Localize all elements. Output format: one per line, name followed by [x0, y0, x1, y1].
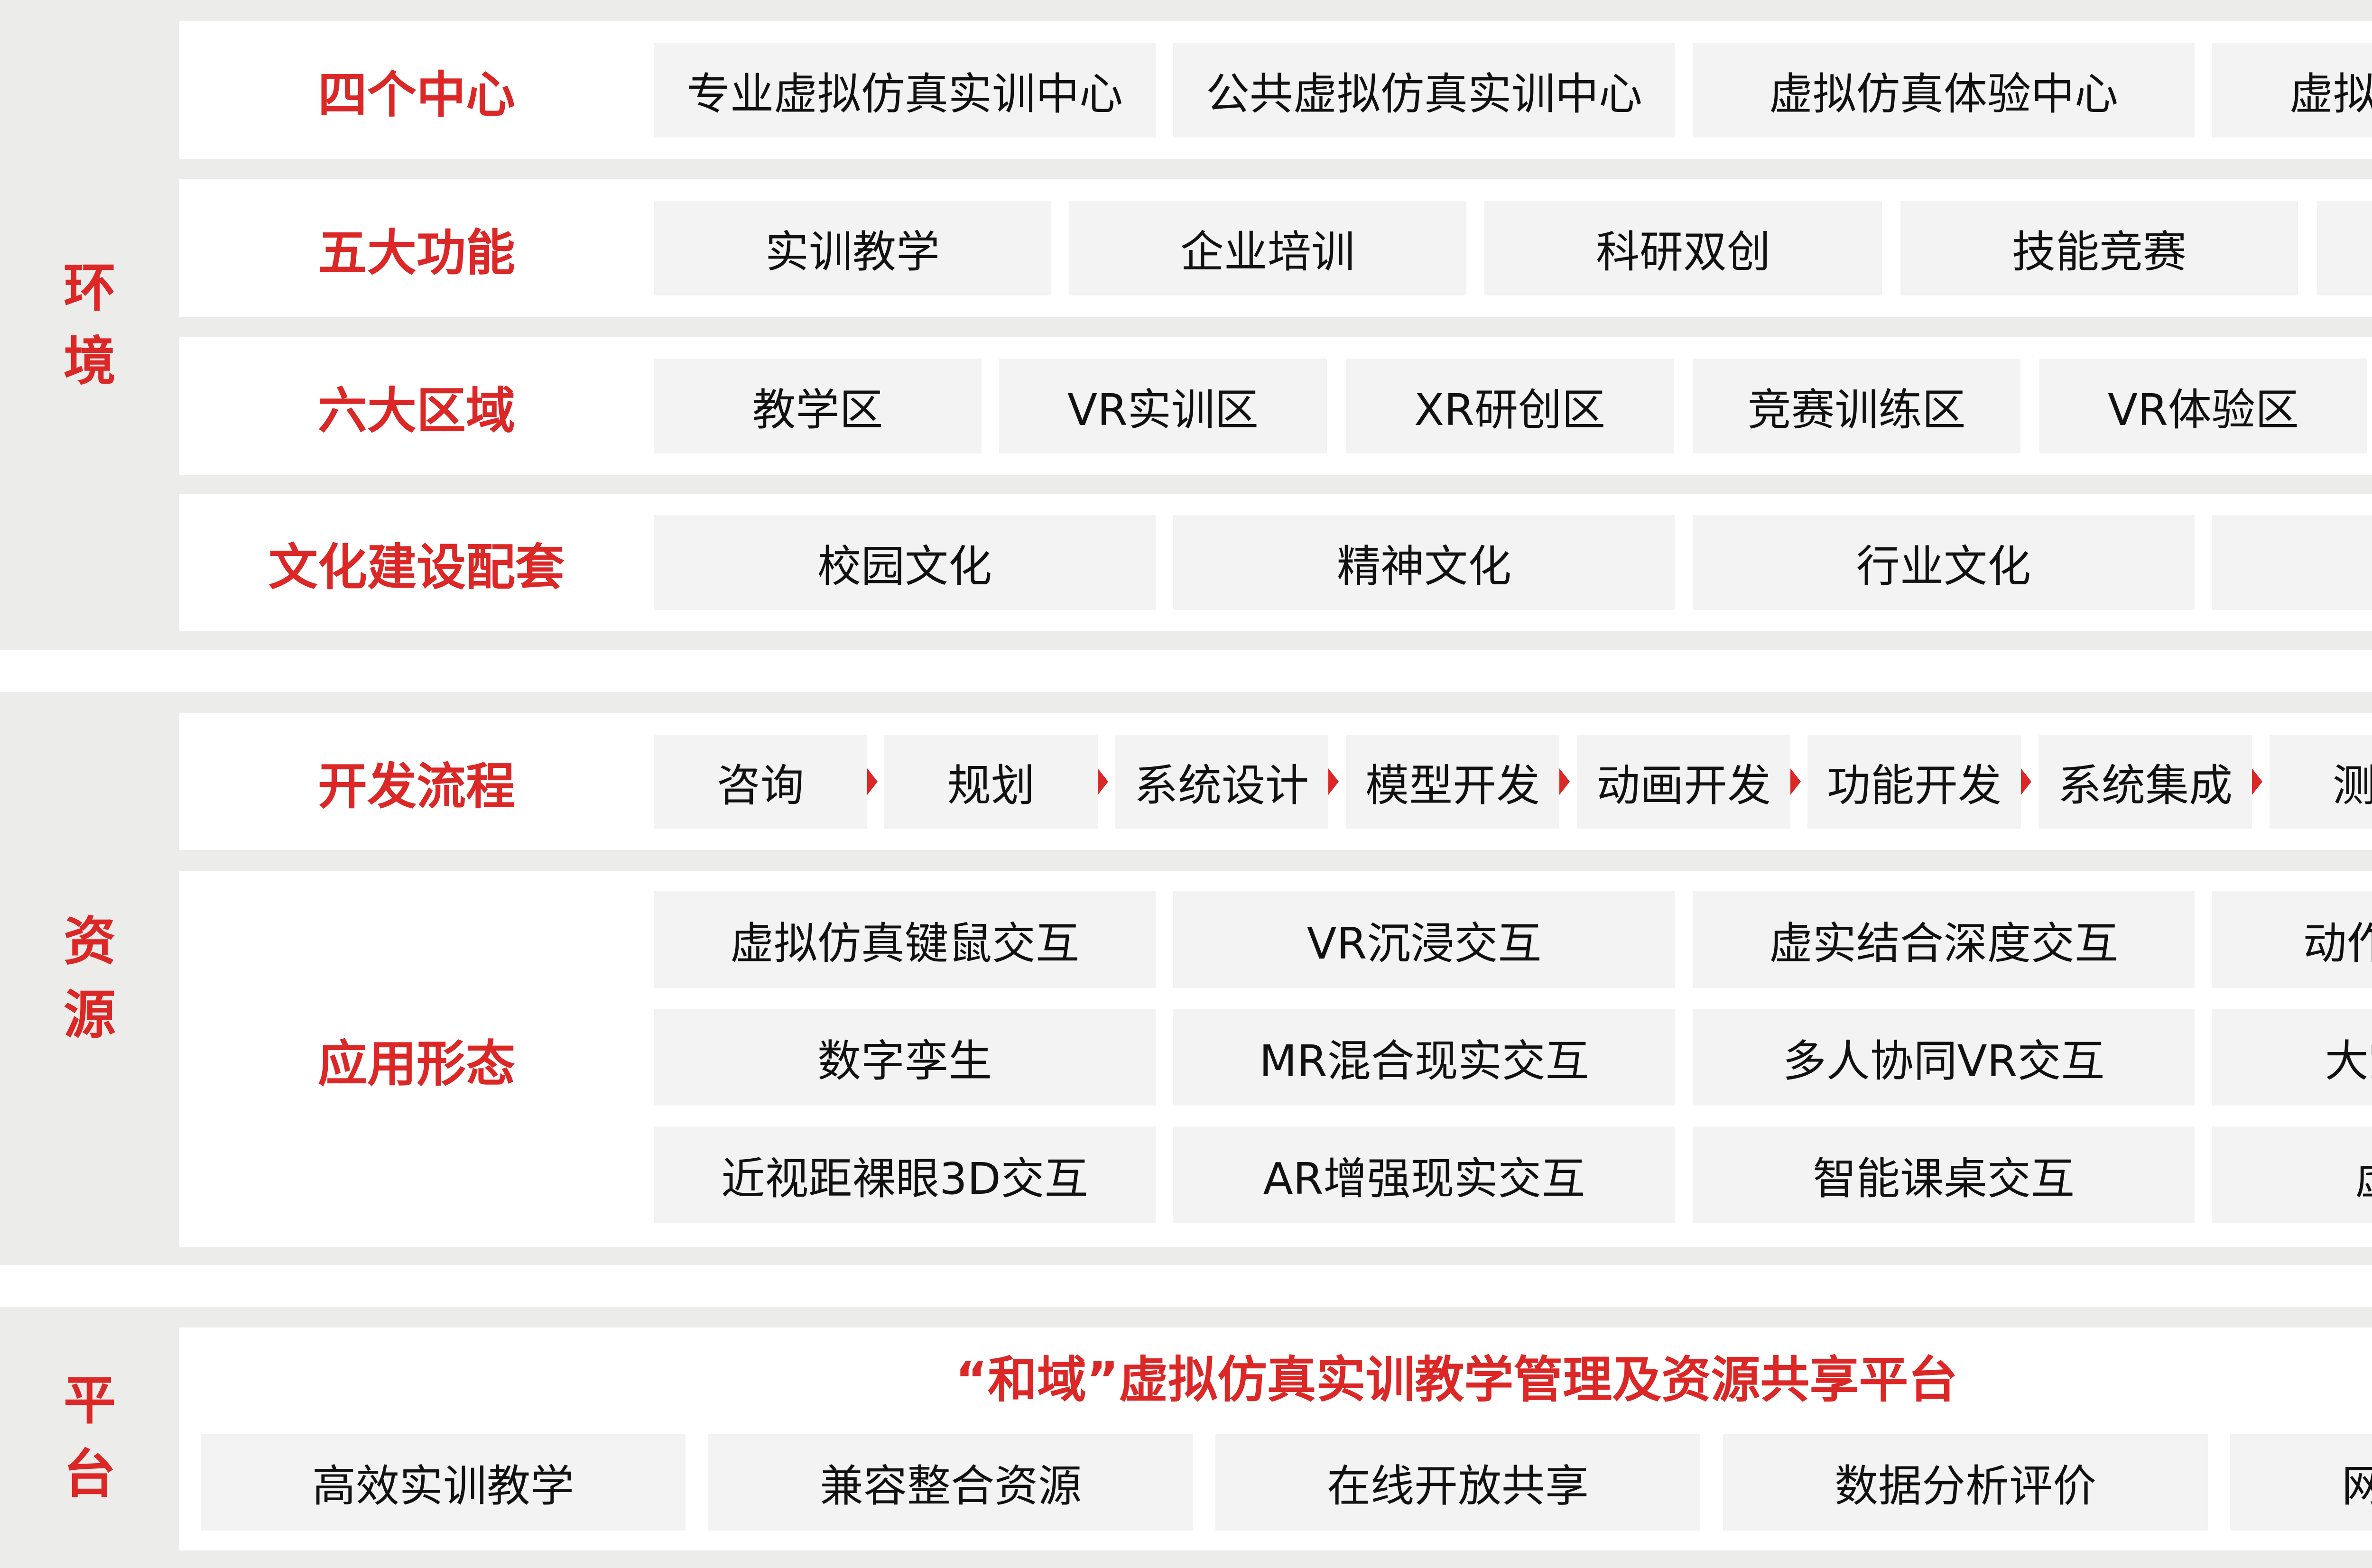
row-app-forms: 应用形态 虚拟仿真键鼠交互 VR沉浸交互 虚实结合深度交互 动作捕捉VR交互 数… — [179, 871, 2372, 1247]
form-item: 动作捕捉VR交互 — [2212, 891, 2372, 988]
process-step: 规划 — [884, 735, 1098, 829]
culture-item: 校园文化 — [654, 515, 1156, 610]
row-label: 文化建设配套 — [268, 538, 565, 596]
platform-panel: “和域”虚拟仿真实训教学管理及资源共享平台 高效实训教学 兼容整合资源 在线开放… — [179, 1328, 2372, 1550]
process-step: 测试 — [2270, 735, 2372, 829]
process-step: 动画开发 — [1577, 735, 1790, 829]
section-char: 环 — [64, 258, 116, 318]
section-label-environment: 环 境 — [0, 0, 179, 650]
arrow-right-icon — [1328, 768, 1339, 795]
form-item: MR混合现实交互 — [1173, 1009, 1675, 1106]
zone-item: 教学区 — [654, 359, 982, 453]
process-step: 模型开发 — [1346, 735, 1559, 829]
arrow-right-icon — [2021, 768, 2031, 795]
row-label: 开发流程 — [317, 757, 515, 815]
zone-item: XR研创区 — [1346, 359, 1674, 453]
arrow-right-icon — [2252, 768, 2262, 795]
process-step: 咨询 — [654, 735, 867, 829]
zone-item: VR体验区 — [2039, 359, 2367, 453]
row-six-zones: 六大区域 教学区 VR实训区 XR研创区 竞赛训练区 VR体验区 成果展示区 — [179, 337, 2372, 475]
form-item: AR增强现实交互 — [1173, 1126, 1675, 1223]
section-char: 境 — [64, 331, 116, 392]
section-platform: 平 台 “和域”虚拟仿真实训教学管理及资源共享平台 高效实训教学 兼容整合资源 … — [0, 1307, 2372, 1568]
row-four-centers: 四个中心 专业虚拟仿真实训中心 公共虚拟仿真实训中心 虚拟仿真体验中心 虚拟仿真… — [179, 21, 2372, 159]
row-label: 应用形态 — [317, 1034, 515, 1093]
center-item: 虚拟仿真研创中心 — [2212, 43, 2372, 138]
arrow-right-icon — [1559, 768, 1570, 795]
platform-item: 在线开放共享 — [1215, 1434, 1700, 1531]
section-char: 资 — [64, 911, 116, 972]
row-label: 六大区域 — [317, 381, 515, 440]
section-resources: 资 源 开发流程 咨询 规划 系统设计 模型开发 动画开发 功能开发 系统集成 … — [0, 692, 2372, 1265]
form-item: 智能课桌交互 — [1693, 1126, 2195, 1223]
process-step: 功能开发 — [1807, 735, 2021, 829]
process-step: 系统集成 — [2038, 735, 2252, 829]
form-item: 数字孪生 — [654, 1009, 1156, 1106]
center-item: 公共虚拟仿真实训中心 — [1173, 43, 1675, 138]
section-char: 平 — [64, 1370, 116, 1431]
process-step: 系统设计 — [1115, 735, 1328, 829]
culture-item: 行业文化 — [1693, 515, 2195, 610]
platform-title: “和域”虚拟仿真实训教学管理及资源共享平台 — [955, 1351, 1958, 1409]
section-char: 台 — [64, 1443, 116, 1504]
form-item: 大空间VR交互 — [2212, 1009, 2372, 1106]
row-dev-process: 开发流程 咨询 规划 系统设计 模型开发 动画开发 功能开发 系统集成 测试 交… — [179, 713, 2372, 850]
form-item: 虚拟仿真键鼠交互 — [654, 891, 1156, 988]
platform-item: 网络安全保障 — [2230, 1434, 2372, 1531]
row-five-functions: 五大功能 实训教学 企业培训 科研双创 技能竞赛 社服科普 — [179, 179, 2372, 317]
center-item: 专业虚拟仿真实训中心 — [654, 43, 1156, 138]
culture-item: 企业文化 — [2212, 515, 2372, 610]
zone-item: 竞赛训练区 — [1693, 359, 2020, 453]
section-label-platform: 平 台 — [0, 1307, 179, 1568]
form-item: VR沉浸交互 — [1173, 891, 1675, 988]
function-item: 企业培训 — [1069, 201, 1466, 295]
culture-item: 精神文化 — [1173, 515, 1675, 610]
form-item: 近视距裸眼3D交互 — [654, 1126, 1156, 1223]
form-item: 虚拟数字人 — [2212, 1126, 2372, 1223]
form-item: 多人协同VR交互 — [1693, 1009, 2195, 1106]
form-item: 虚实结合深度交互 — [1693, 891, 2195, 988]
function-item: 实训教学 — [654, 201, 1051, 295]
center-item: 虚拟仿真体验中心 — [1693, 43, 2195, 138]
row-label: 五大功能 — [317, 223, 515, 282]
arrow-right-icon — [867, 768, 878, 795]
row-label: 四个中心 — [317, 65, 515, 124]
function-item: 技能竞赛 — [1900, 201, 2298, 295]
section-label-resources: 资 源 — [0, 692, 179, 1265]
section-char: 源 — [64, 985, 116, 1045]
arrow-right-icon — [1098, 768, 1108, 795]
section-environment: 环 境 四个中心 专业虚拟仿真实训中心 公共虚拟仿真实训中心 虚拟仿真体验中心 … — [0, 0, 2372, 650]
row-culture: 文化建设配套 校园文化 精神文化 行业文化 企业文化 — [179, 494, 2372, 631]
platform-item: 兼容整合资源 — [708, 1434, 1193, 1531]
arrow-right-icon — [1790, 768, 1801, 795]
function-item: 社服科普 — [2317, 201, 2372, 295]
platform-item: 数据分析评价 — [1723, 1434, 2208, 1531]
platform-item: 高效实训教学 — [201, 1434, 686, 1531]
zone-item: VR实训区 — [999, 359, 1327, 453]
function-item: 科研双创 — [1484, 201, 1882, 295]
